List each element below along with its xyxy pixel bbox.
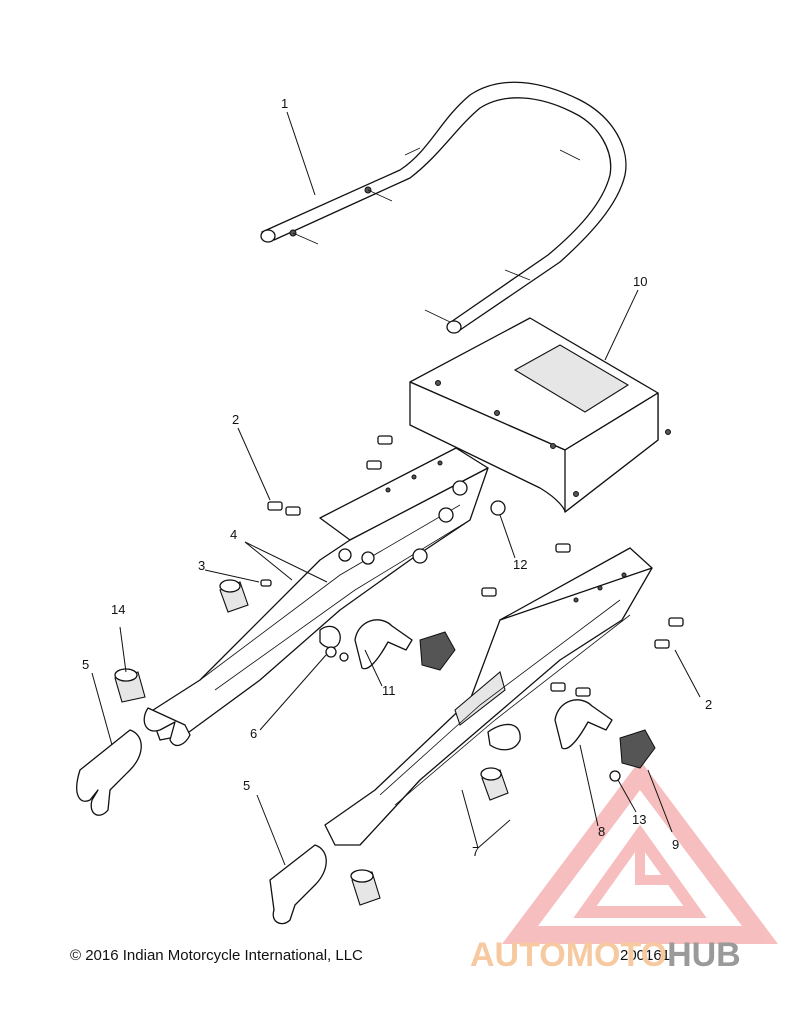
- washer-parts: [325, 646, 621, 782]
- bolt-parts: [260, 435, 684, 697]
- callout-10: 11: [382, 683, 396, 698]
- callout-5-lower: 5: [243, 778, 250, 793]
- watermark-logo-graphic: [502, 760, 778, 944]
- callout-2-left: 2: [232, 412, 239, 427]
- clip-parts: [76, 729, 327, 925]
- rack-cover-part: [409, 317, 671, 513]
- watermark-brand-part1: AUTOMOTO: [470, 936, 668, 974]
- callout-14: 14: [111, 602, 125, 617]
- callout-12: 10: [633, 274, 647, 289]
- bracket-parts: [319, 619, 613, 751]
- copyright-notice: © 2016 Indian Motorcycle International, …: [70, 947, 363, 964]
- callout-7: 7: [472, 844, 479, 859]
- callout-labels: 1 10 2 2 3 4 14 5 5 6 11 12 7 8 13 9: [82, 96, 712, 859]
- spacer-parts: [114, 579, 509, 906]
- callout-9: 9: [672, 837, 679, 852]
- callout-5-upper: 5: [82, 657, 89, 672]
- watermark-logo: AUTOMOTOHUB: [470, 936, 741, 975]
- grab-rail-part: [260, 81, 627, 334]
- callout-6: 6: [250, 726, 257, 741]
- latch-block-parts: [419, 631, 656, 769]
- callout-2-right: 2: [705, 697, 712, 712]
- callout-11: 12: [513, 557, 527, 572]
- document-number: 200161: [620, 947, 671, 964]
- nut-parts: [338, 480, 506, 565]
- callout-3: 3: [198, 558, 205, 573]
- callout-1: 1: [281, 96, 288, 111]
- callout-8: 8: [598, 824, 605, 839]
- watermark-brand-part2: HUB: [667, 936, 741, 974]
- leader-lines: [91, 111, 701, 866]
- callout-13: 13: [632, 812, 646, 827]
- right-side-plate-part: [324, 547, 653, 846]
- callout-4: 4: [230, 527, 237, 542]
- left-side-plate-part: [143, 447, 489, 747]
